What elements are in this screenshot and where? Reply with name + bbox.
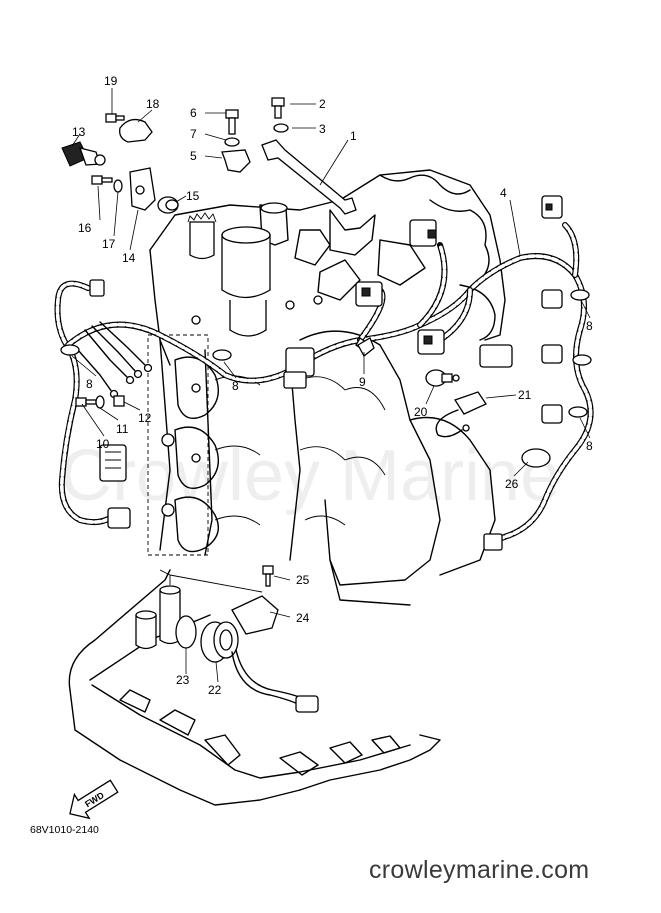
callout-17: 17	[102, 237, 116, 251]
callout-15: 15	[186, 189, 200, 203]
callout-4: 4	[500, 186, 507, 200]
bolt-part-16	[91, 175, 113, 185]
lower-cowling	[68, 569, 441, 806]
clamp-part-26	[521, 448, 551, 468]
callout-24: 24	[296, 611, 310, 625]
callout-13: 13	[72, 125, 86, 139]
watermark-text: Crowley Marine	[60, 436, 560, 516]
bolt-part-2	[271, 97, 285, 119]
plate-part-24	[231, 595, 279, 635]
callout-22: 22	[208, 683, 222, 697]
callout-20: 20	[414, 405, 428, 419]
callout-leaders	[71, 88, 591, 683]
seal-ring-part-23	[175, 615, 197, 649]
callout-21: 21	[518, 388, 532, 402]
callout-14: 14	[122, 251, 136, 265]
clip-part-5	[221, 149, 251, 173]
callout-8-upper-right: 8	[586, 319, 593, 333]
clip-part-9	[357, 337, 375, 357]
clamp-part-18	[119, 118, 153, 143]
site-url[interactable]: crowleymarine.com	[369, 856, 590, 884]
callout-16: 16	[78, 221, 92, 235]
bolt-part-10	[75, 397, 97, 407]
callout-18: 18	[146, 97, 160, 111]
washer-part-7	[224, 137, 240, 147]
callout-25: 25	[296, 573, 310, 587]
part-code: 68V1010-2140	[30, 824, 99, 836]
grommet-part-22	[200, 621, 319, 713]
callout-8-center: 8	[232, 379, 239, 393]
spacer-part-12	[113, 395, 125, 407]
engine-block	[147, 169, 506, 606]
bolt-part-25	[262, 565, 274, 587]
callout-numbers: 1 2 3 4 5 6 7 8 8 8 8 9 10 11 12 13 14 1…	[72, 74, 593, 697]
callout-23: 23	[176, 673, 190, 687]
washer-part-17	[113, 179, 123, 193]
forward-arrow-icon: FWD	[69, 779, 119, 820]
callout-8-lower-right: 8	[586, 439, 593, 453]
callout-12: 12	[138, 411, 152, 425]
harness-connectors	[89, 195, 563, 551]
bracket-part-1	[261, 139, 357, 215]
callout-26: 26	[505, 477, 519, 491]
callout-8-left: 8	[86, 377, 93, 391]
callout-10: 10	[96, 437, 110, 451]
grommet-part-15	[157, 196, 179, 214]
bolt-part-6	[225, 109, 239, 135]
callout-11: 11	[116, 422, 129, 436]
callout-5: 5	[190, 149, 197, 163]
callout-7: 7	[190, 127, 197, 141]
callout-1: 1	[350, 129, 357, 143]
bolt-part-19	[105, 113, 125, 123]
washer-part-3	[273, 123, 289, 133]
callout-3: 3	[319, 122, 326, 136]
callout-2: 2	[319, 97, 326, 111]
sensor-part-13	[61, 141, 106, 167]
callout-19: 19	[104, 74, 118, 88]
callout-6: 6	[190, 106, 197, 120]
washer-part-11	[95, 395, 105, 409]
sensor-part-20	[425, 369, 460, 387]
sensor-part-21	[435, 391, 487, 438]
wire-harness	[54, 195, 594, 551]
callout-9: 9	[359, 375, 366, 389]
